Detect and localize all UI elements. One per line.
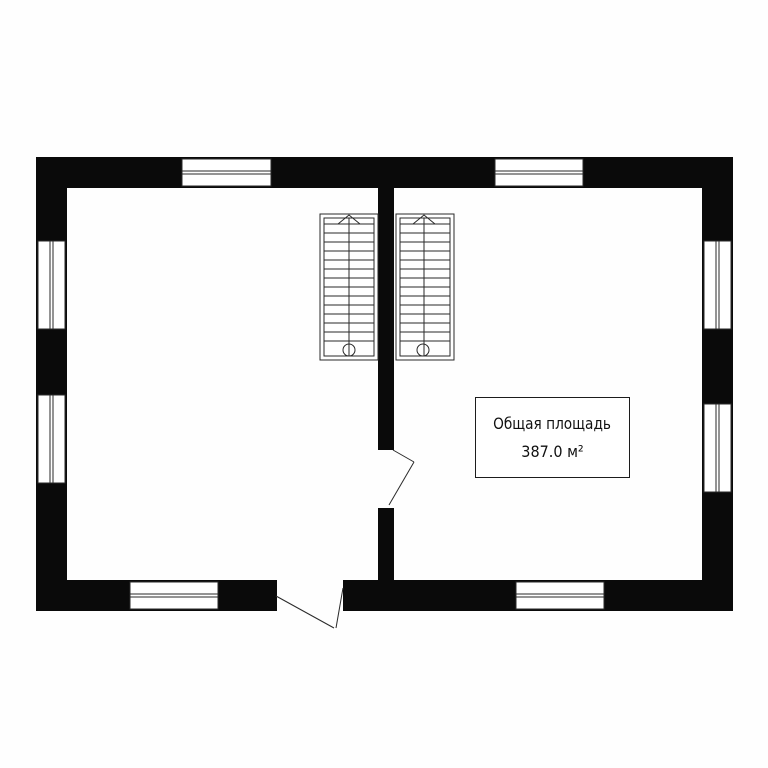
doors (275, 449, 415, 629)
stair-steps-left (324, 223, 374, 342)
window-bottom-left (129, 581, 219, 610)
wall-left (36, 157, 67, 611)
window-right-upper (703, 240, 732, 330)
interior-door (388, 449, 415, 506)
window-bottom-right (515, 581, 605, 610)
window-top-left (181, 158, 272, 187)
staircase-right (395, 213, 455, 361)
windows (37, 158, 732, 610)
area-label: Общая площадь 387.0 м² (475, 397, 630, 478)
window-right-lower (703, 403, 732, 493)
partition-lower (378, 508, 394, 588)
window-left-upper (37, 240, 66, 330)
area-value: 387.0 м² (521, 441, 584, 461)
inner-wall (378, 170, 394, 588)
area-title: Общая площадь (493, 413, 612, 433)
partition-upper (378, 170, 394, 450)
stair-steps-right (400, 223, 450, 342)
entrance-door (275, 580, 344, 629)
window-top-right (494, 158, 584, 187)
wall-right (702, 157, 733, 611)
window-left-lower (37, 394, 66, 484)
staircase-left (319, 213, 379, 361)
